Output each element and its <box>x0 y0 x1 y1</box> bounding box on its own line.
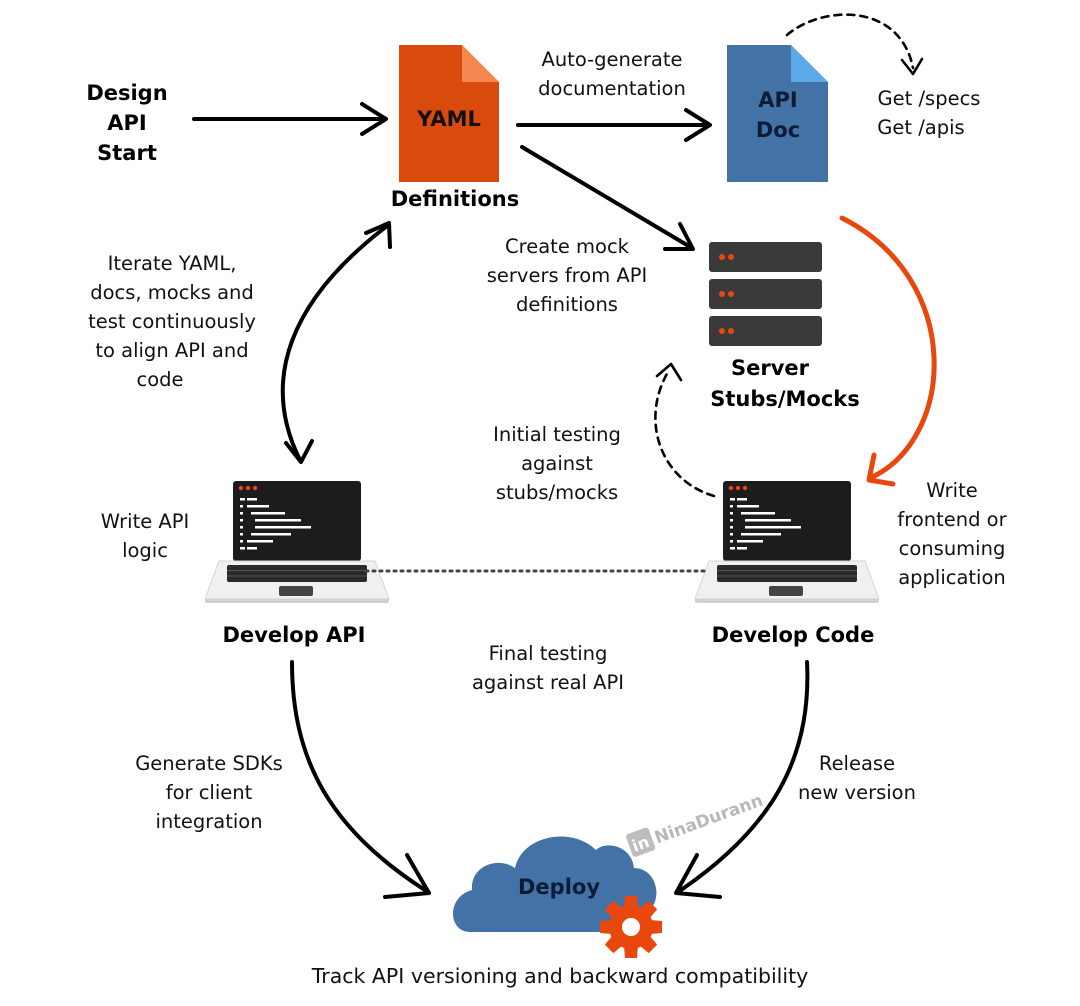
mock-create-label: Create mock servers from API definitions <box>487 235 648 316</box>
sdk-label: Generate SDKs for client integration <box>135 752 283 833</box>
mock-line-2: servers from API <box>487 264 648 287</box>
watermark-name: NinaDurann <box>652 791 766 849</box>
release-label: Release new version <box>798 752 916 804</box>
endpoints-label: Get /specs Get /apis <box>877 87 980 139</box>
frontend-line-2: frontend or <box>897 508 1007 531</box>
auto-doc-line-1: Auto-generate <box>541 48 682 71</box>
iterate-line-5: code <box>136 368 183 391</box>
server-line-1: Server <box>731 356 810 380</box>
start-line-2: API <box>107 111 146 135</box>
arrow-api-to-deploy <box>290 660 431 899</box>
arrow-initial-testing <box>654 362 716 498</box>
watermark: in NinaDurann <box>626 791 766 857</box>
iterate-label: Iterate YAML, docs, mocks and test conti… <box>88 252 256 391</box>
endpoint-line-2: Get /apis <box>877 116 964 139</box>
iterate-line-2: docs, mocks and <box>90 281 254 304</box>
cloud-icon: Deploy <box>453 836 657 932</box>
arrow-yaml-to-server <box>520 145 695 251</box>
release-line-1: Release <box>819 752 895 775</box>
start-label: Design API Start <box>86 81 167 165</box>
server-label: Server Stubs/Mocks <box>710 356 860 411</box>
frontend-line-1: Write <box>926 479 977 502</box>
mock-line-3: definitions <box>516 293 618 316</box>
develop-code-label: Develop Code <box>712 623 875 647</box>
linkedin-icon <box>626 827 656 857</box>
doc-line-1: API <box>758 88 797 112</box>
yaml-label: YAML <box>416 107 481 131</box>
final-line-1: Final testing <box>489 642 608 665</box>
api-doc-file-icon: API Doc <box>727 45 828 182</box>
arrow-iterate-loop <box>280 221 392 464</box>
endpoint-line-1: Get /specs <box>878 87 981 110</box>
iterate-line-4: to align API and <box>95 339 248 362</box>
initial-line-2: against <box>521 452 593 475</box>
server-icon <box>709 242 822 346</box>
sdk-line-2: for client <box>166 781 253 804</box>
arrow-doc-to-develop-code <box>839 215 937 487</box>
gear-icon <box>600 896 662 958</box>
server-line-2: Stubs/Mocks <box>710 387 860 411</box>
arrow-doc-to-endpoints <box>785 13 924 76</box>
write-api-label: Write API logic <box>101 510 190 562</box>
sdk-line-1: Generate SDKs <box>135 752 283 775</box>
write-api-line-1: Write API <box>101 510 190 533</box>
develop-api-laptop-icon <box>204 480 390 604</box>
write-frontend-label: Write frontend or consuming application <box>897 479 1007 589</box>
initial-line-3: stubs/mocks <box>496 481 618 504</box>
arrow-code-to-deploy <box>674 660 810 899</box>
watermark-badge: in <box>629 832 651 856</box>
doc-line-2: Doc <box>756 118 800 142</box>
auto-doc-line-2: documentation <box>538 77 686 100</box>
initial-line-1: Initial testing <box>493 423 621 446</box>
deploy-label: Deploy <box>518 875 600 899</box>
frontend-line-3: consuming <box>899 537 1006 560</box>
release-line-2: new version <box>798 781 916 804</box>
auto-doc-label: Auto-generate documentation <box>538 48 686 100</box>
develop-api-label: Develop API <box>222 623 365 647</box>
start-line-3: Start <box>97 141 157 165</box>
frontend-line-4: application <box>898 566 1006 589</box>
final-test-label: Final testing against real API <box>472 642 624 694</box>
footer-caption: Track API versioning and backward compat… <box>311 964 809 988</box>
yaml-file-icon: YAML <box>399 45 499 182</box>
iterate-line-1: Iterate YAML, <box>108 252 237 275</box>
sdk-line-3: integration <box>155 810 262 833</box>
arrow-start-to-yaml <box>192 102 388 136</box>
final-line-2: against real API <box>472 671 624 694</box>
write-api-line-2: logic <box>122 539 168 562</box>
start-line-1: Design <box>86 81 167 105</box>
develop-code-laptop-icon <box>694 480 880 604</box>
initial-test-label: Initial testing against stubs/mocks <box>493 423 621 504</box>
mock-line-1: Create mock <box>505 235 630 258</box>
yaml-caption: Definitions <box>391 187 520 211</box>
arrow-yaml-to-doc <box>516 108 712 142</box>
iterate-line-3: test continuously <box>88 310 256 333</box>
